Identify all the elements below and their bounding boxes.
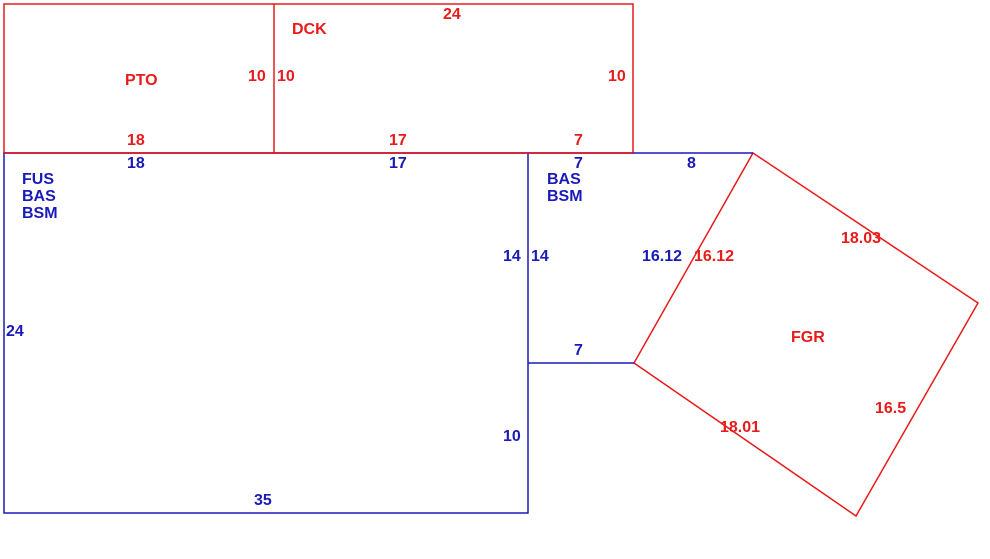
dim-fus-top-a: 18 bbox=[127, 155, 145, 172]
dim-dck-bottom-b: 7 bbox=[574, 132, 583, 149]
dim-dck-left: 10 bbox=[277, 68, 295, 85]
dim-small-top-b: 8 bbox=[687, 155, 696, 172]
dck-outline bbox=[274, 3, 634, 154]
dim-dck-top: 24 bbox=[443, 6, 461, 23]
dim-fus-right-lower: 10 bbox=[503, 428, 521, 445]
dim-small-diag: 16.12 bbox=[642, 248, 682, 265]
dim-fus-bottom: 35 bbox=[254, 492, 272, 509]
fgr-area-label: FGR bbox=[791, 329, 825, 346]
dim-small-bottom: 7 bbox=[574, 342, 583, 359]
fgr-outline bbox=[633, 151, 979, 518]
dim-fgr-top: 18.03 bbox=[841, 230, 881, 247]
dim-dck-bottom-a: 17 bbox=[389, 132, 407, 149]
dim-fgr-right: 16.5 bbox=[875, 400, 906, 417]
fus-area-label-3: BSM bbox=[22, 205, 58, 222]
dim-fus-right-upper: 14 bbox=[503, 248, 521, 265]
small-area-label-2: BSM bbox=[547, 188, 583, 205]
dim-pto-bottom: 18 bbox=[127, 132, 145, 149]
dim-small-top-a: 7 bbox=[574, 155, 583, 172]
dim-small-left: 14 bbox=[531, 248, 549, 265]
dck-area-label: DCK bbox=[292, 21, 327, 38]
dim-fus-left: 24 bbox=[6, 323, 24, 340]
dim-dck-right: 10 bbox=[608, 68, 626, 85]
fus-area-label-2: BAS bbox=[22, 188, 56, 205]
dim-fus-top-b: 17 bbox=[389, 155, 407, 172]
dim-fgr-diag: 16.12 bbox=[694, 248, 734, 265]
pto-area-label: PTO bbox=[125, 72, 158, 89]
fus-outline bbox=[3, 152, 529, 514]
fus-area-label-1: FUS bbox=[22, 171, 54, 188]
dim-fgr-bottom: 18.01 bbox=[720, 419, 760, 436]
small-area-label-1: BAS bbox=[547, 171, 581, 188]
dim-pto-left-side: 10 bbox=[248, 68, 266, 85]
